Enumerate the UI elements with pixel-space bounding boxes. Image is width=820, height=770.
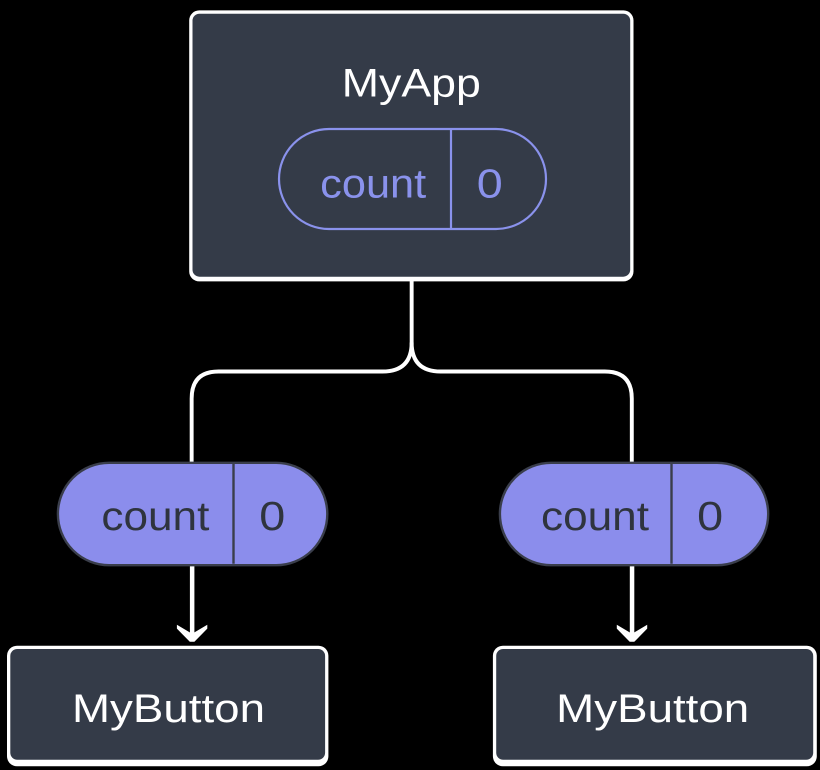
svg-text:count: count <box>320 160 427 206</box>
svg-text:count: count <box>101 493 210 539</box>
svg-text:0: 0 <box>477 160 503 206</box>
svg-text:0: 0 <box>259 493 285 539</box>
svg-text:MyButton: MyButton <box>72 687 265 731</box>
svg-text:0: 0 <box>697 493 723 539</box>
svg-text:count: count <box>541 493 650 539</box>
svg-text:MyApp: MyApp <box>342 62 481 106</box>
svg-text:MyButton: MyButton <box>556 687 749 731</box>
